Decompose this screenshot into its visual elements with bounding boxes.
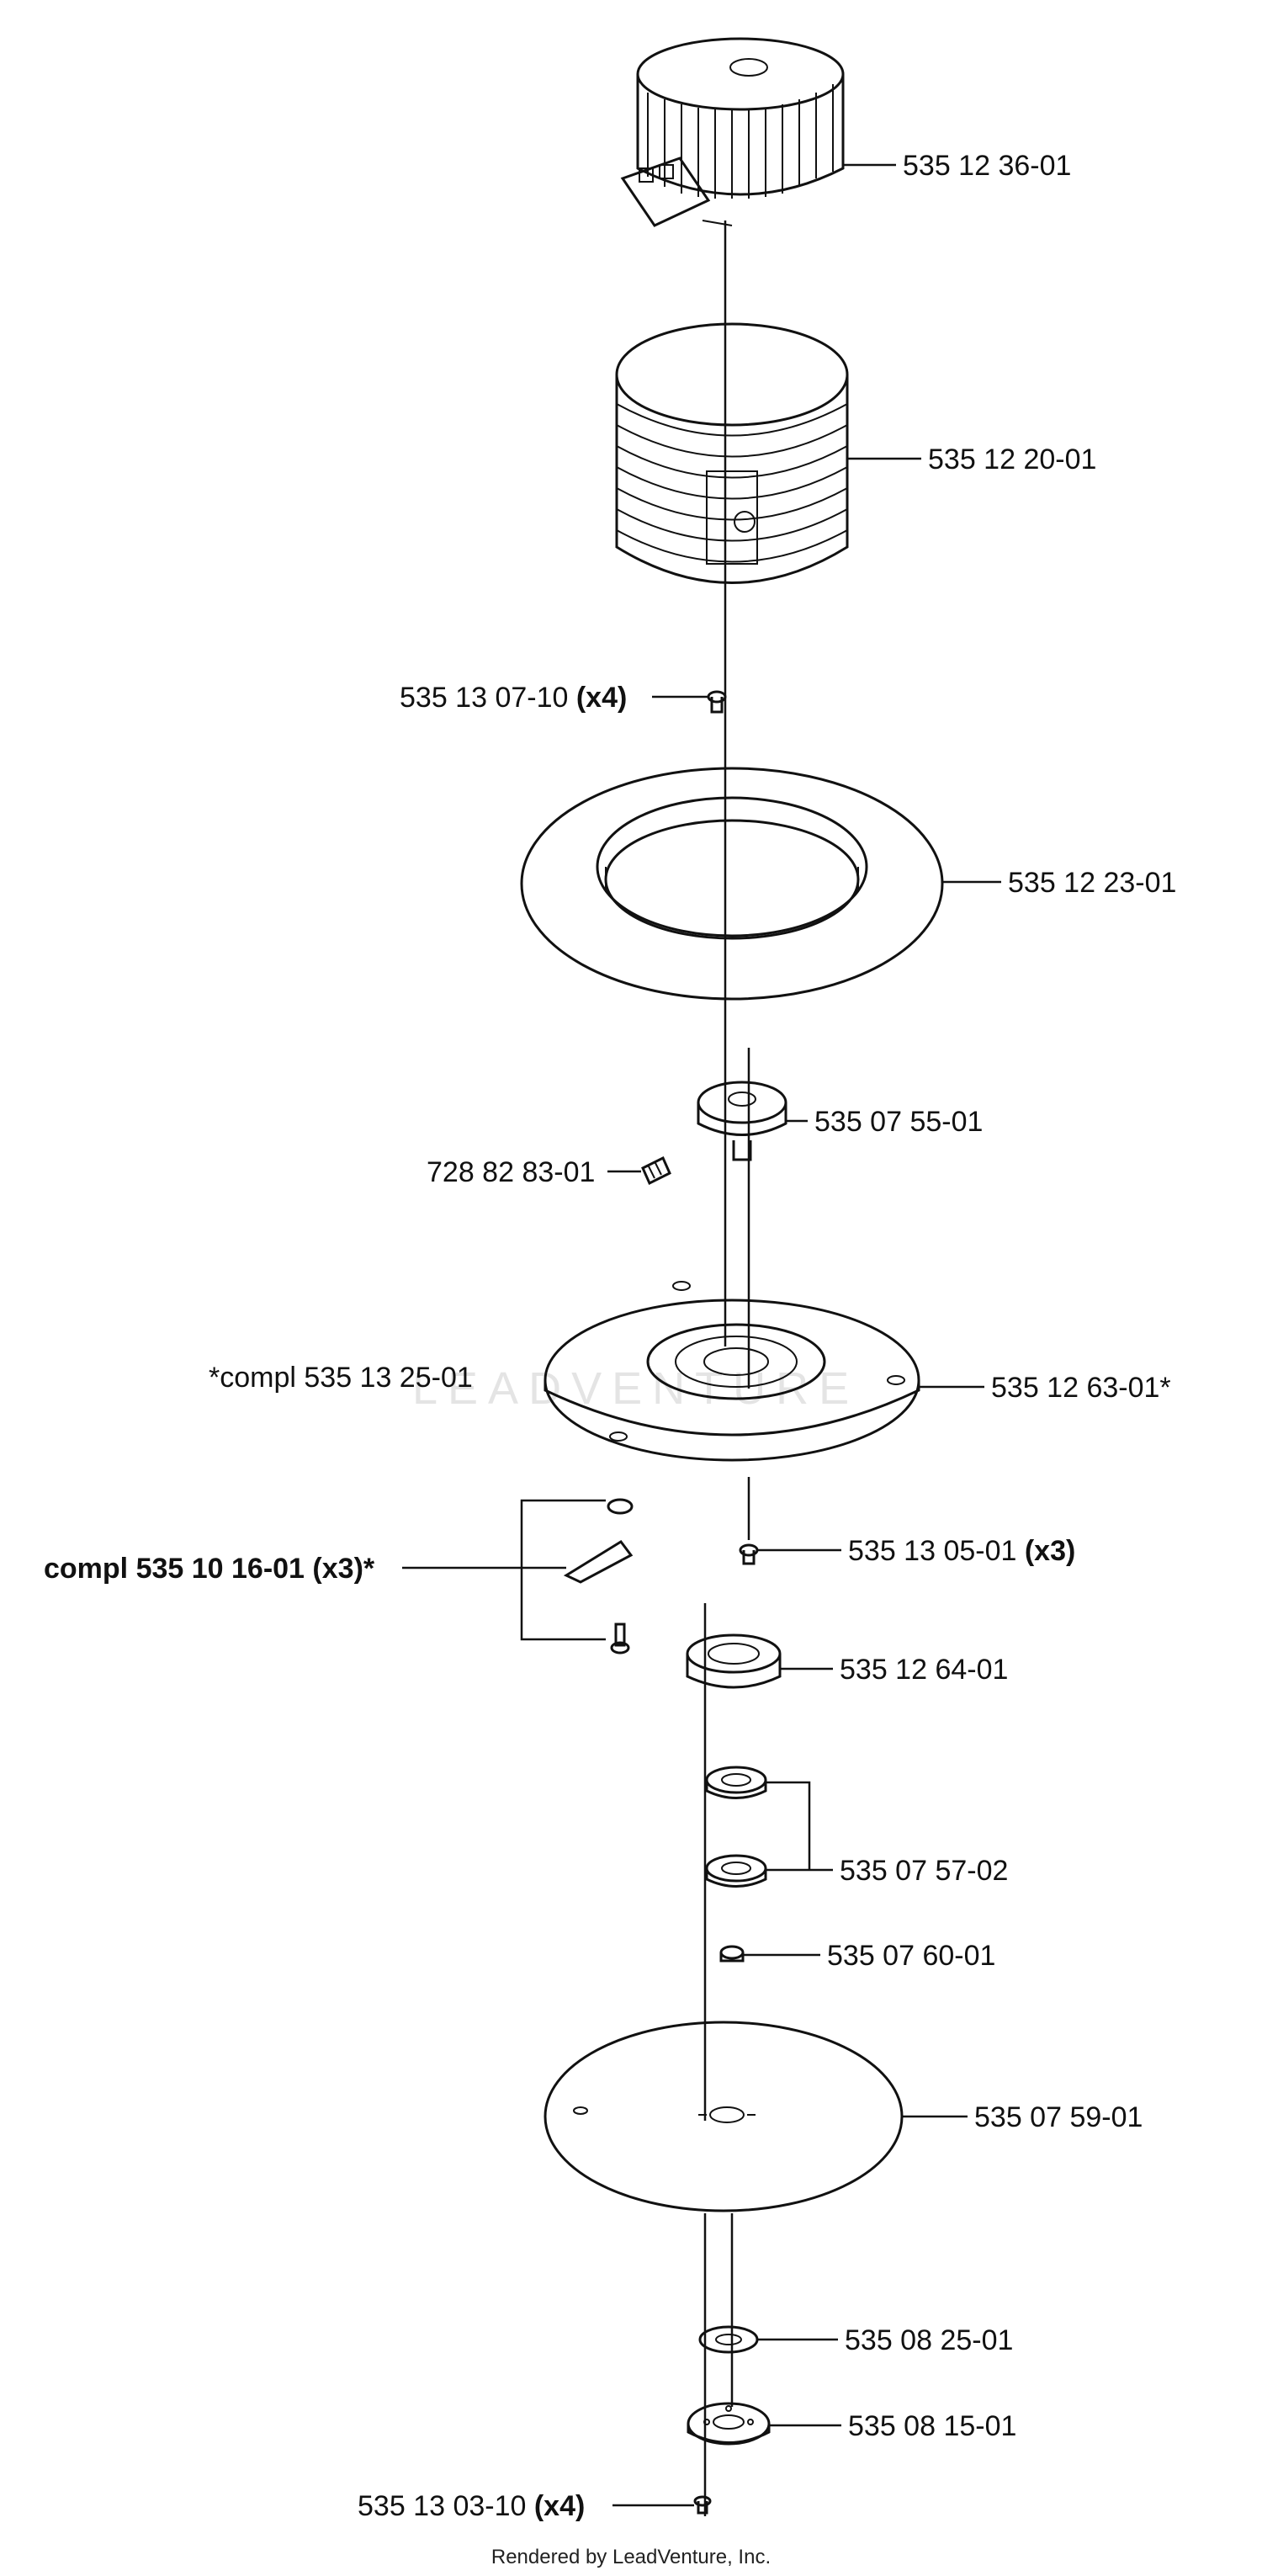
part-label-bearing-housing: 535 12 64-01	[840, 1654, 1008, 1686]
part-label-ball-bearings: 535 07 57-02	[840, 1855, 1008, 1887]
nut-drawing	[719, 1945, 745, 1963]
part-label-motor: 535 12 36-01	[903, 150, 1071, 182]
blade-disc-drawing	[544, 1281, 920, 1462]
watermark: LEADVENTURE	[412, 1363, 859, 1414]
housing-screw-drawing	[707, 690, 727, 714]
part-label-set-screw: 728 82 83-01	[427, 1156, 595, 1188]
blade-kit-drawing	[520, 1498, 634, 1654]
part-label-skid-plate: 535 07 59-01	[974, 2101, 1143, 2133]
part-label-blade-disc: 535 12 63-01*	[991, 1372, 1171, 1404]
footer-credit: Rendered by LeadVenture, Inc.	[491, 2546, 771, 2568]
hub-drawing	[697, 1081, 787, 1161]
part-label-hub: 535 07 55-01	[814, 1106, 983, 1138]
part-label-plate-screw: 535 13 03-10 (x4)	[358, 2490, 585, 2522]
disc-screw-drawing	[739, 1477, 759, 1565]
part-label-motor-housing: 535 12 20-01	[928, 443, 1096, 475]
part-label-cover-ring: 535 12 23-01	[1008, 867, 1176, 899]
part-label-washer: 535 08 25-01	[845, 2324, 1013, 2356]
part-label-disc-screw: 535 13 05-01 (x3)	[848, 1535, 1075, 1567]
part-label-nut: 535 07 60-01	[827, 1940, 995, 1972]
washer-drawing	[698, 2325, 759, 2354]
part-label-housing-screw: 535 13 07-10 (x4)	[400, 682, 627, 714]
part-label-blade-kit: compl 535 10 16-01 (x3)*	[44, 1553, 375, 1585]
skid-plate-drawing	[544, 2021, 904, 2212]
bearing-housing-drawing	[686, 1633, 782, 1689]
cover-ring-drawing	[520, 767, 944, 1001]
part-label-flange: 535 08 15-01	[848, 2410, 1016, 2442]
motor-drawing	[620, 37, 845, 227]
plate-screw-drawing	[693, 2495, 712, 2515]
set-screw-drawing	[641, 1155, 671, 1186]
part-label-blade-disc-compl: *compl 535 13 25-01	[209, 1362, 473, 1394]
leader-lines	[402, 163, 1001, 2507]
flange-drawing	[687, 2402, 771, 2446]
motor-housing-drawing	[615, 322, 849, 584]
ball-bearings-drawing	[705, 1766, 767, 1888]
